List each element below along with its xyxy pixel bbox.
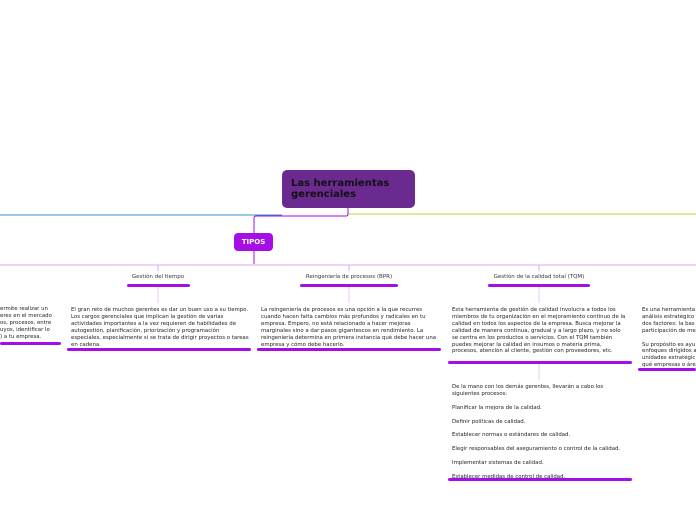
green-branch-line [347, 208, 696, 215]
topic-reingenieria[interactable]: Reingeniería de procesos (BPR) [291, 274, 407, 280]
bpr-text: La reingeniería de procesos es una opció… [261, 307, 437, 348]
procesos-item: Establecer normas o estándares de calida… [452, 432, 571, 439]
tipos-label: TIPOS [241, 238, 266, 246]
text-underline [638, 368, 696, 371]
topic-underline [300, 284, 398, 287]
text-underline [0, 342, 61, 345]
topic-calidad-total[interactable]: Gestión de la calidad total (TQM) [484, 274, 594, 280]
procesos-list: De la mano con los demás gerentes, lleva… [452, 384, 628, 487]
procesos-item: Definir políticas de calidad. [452, 418, 526, 425]
topic-title: Reingeniería de procesos (BPR) [305, 274, 393, 280]
topic-underline [488, 284, 590, 287]
topic-title: Gestión de la calidad total (TQM) [493, 274, 585, 280]
text-underline [448, 478, 632, 481]
topic-title: Gestión del tiempo [131, 274, 185, 280]
right-partial-text: Es una herramienta análisis estratégico … [642, 307, 696, 369]
tiempo-text: El gran reto de muchos gerentes es dar u… [71, 307, 249, 348]
procesos-item: Implementar sistemas de calidad. [452, 459, 544, 466]
root-to-tipos-line [253, 208, 349, 233]
procesos-item: Elegir responsables del aseguramiento o … [452, 446, 621, 453]
root-node[interactable]: Las herramientas gerenciales [282, 170, 415, 208]
procesos-item: Establecer medidas de control de calidad… [452, 473, 566, 480]
topic-underline [127, 284, 190, 287]
procesos-item: De la mano con los demás gerentes, lleva… [452, 384, 604, 397]
text-underline [257, 348, 441, 351]
root-title: Las herramientas gerenciales [291, 178, 390, 200]
text-underline [67, 348, 251, 351]
tipos-node[interactable]: TIPOS [234, 233, 273, 251]
left-partial-text: ermite realizar un eres en el mercado os… [0, 306, 52, 340]
tqm-text: Esta herramienta de gestión de calidad i… [452, 307, 626, 355]
procesos-item: Planificar la mejora de la calidad. [452, 404, 542, 411]
text-underline [448, 361, 632, 364]
topic-gestion-tiempo[interactable]: Gestión del tiempo [110, 274, 206, 280]
